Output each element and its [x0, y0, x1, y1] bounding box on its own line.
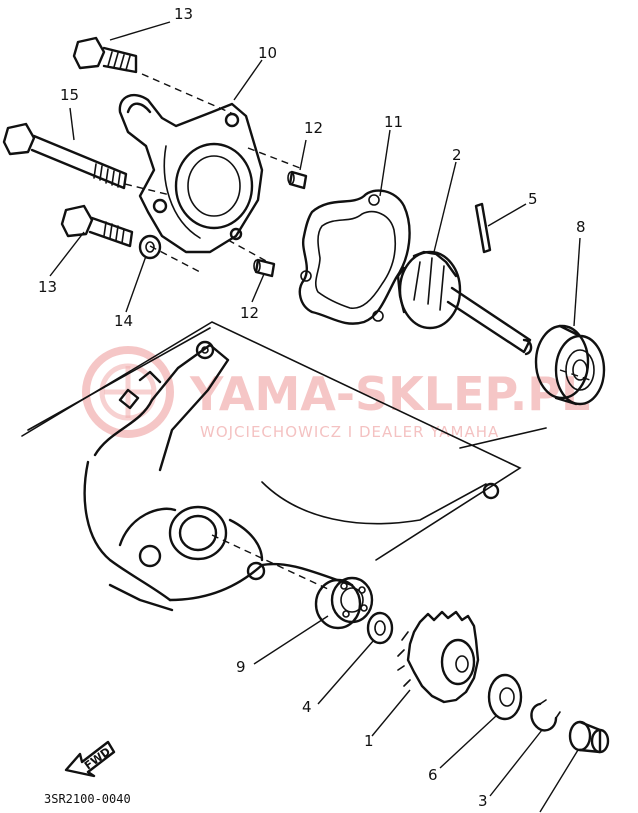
- callout-11: 11: [384, 113, 403, 131]
- oil-seal-8: [534, 324, 606, 406]
- bolt-15-long: [2, 122, 128, 190]
- callout-10: 10: [258, 44, 277, 62]
- callout-13-top: 13: [174, 5, 193, 23]
- callout-14: 14: [114, 312, 133, 330]
- gasket-11: [298, 189, 411, 325]
- bushing: [568, 720, 610, 754]
- crankcase-cover: [21, 321, 522, 612]
- washer-14: [138, 234, 162, 260]
- dowel-pin-12-top: [287, 170, 308, 190]
- bolt-13-top: [72, 36, 138, 74]
- bolt-13-lower: [60, 204, 134, 248]
- callout-12-lower: 12: [240, 304, 259, 322]
- watermark-logo-icon: [82, 346, 174, 438]
- callout-2: 2: [452, 146, 462, 164]
- callout-15: 15: [60, 86, 79, 104]
- callout-13-lower: 13: [38, 278, 57, 296]
- watermark-subtitle: WOJCIECHOWICZ I DEALER YAMAHA: [200, 423, 499, 441]
- circlip-3: [530, 699, 561, 732]
- callout-4: 4: [302, 698, 312, 716]
- pump-housing-10: [118, 93, 264, 254]
- callout-3: 3: [478, 792, 488, 810]
- gear-1: [397, 610, 480, 704]
- callout-5: 5: [528, 190, 538, 208]
- fwd-arrow-icon: FWD: [64, 740, 116, 778]
- impeller-2: [396, 250, 533, 356]
- watermark: YAMA-SKLEP.PL WOJCIECHOWICZ I DEALER YAM…: [82, 346, 590, 441]
- callout-labels: 13 10 15 12 11 2 5 8 13 14 12 9 4 1 6 3: [38, 5, 586, 810]
- bearing-9: [314, 576, 374, 630]
- drawing-code: 3SR2100-0040: [44, 792, 131, 806]
- callout-12-top: 12: [304, 119, 323, 137]
- dowel-pin-12-lower: [253, 258, 276, 278]
- washer-4: [366, 611, 394, 645]
- callout-9: 9: [236, 658, 246, 676]
- callout-6: 6: [428, 766, 438, 784]
- washer-6: [487, 673, 523, 721]
- leader-lines: [49, 21, 581, 813]
- callout-1: 1: [364, 732, 374, 750]
- callout-8: 8: [576, 218, 586, 236]
- pin-5: [474, 202, 492, 254]
- watermark-title: YAMA-SKLEP.PL: [189, 367, 590, 421]
